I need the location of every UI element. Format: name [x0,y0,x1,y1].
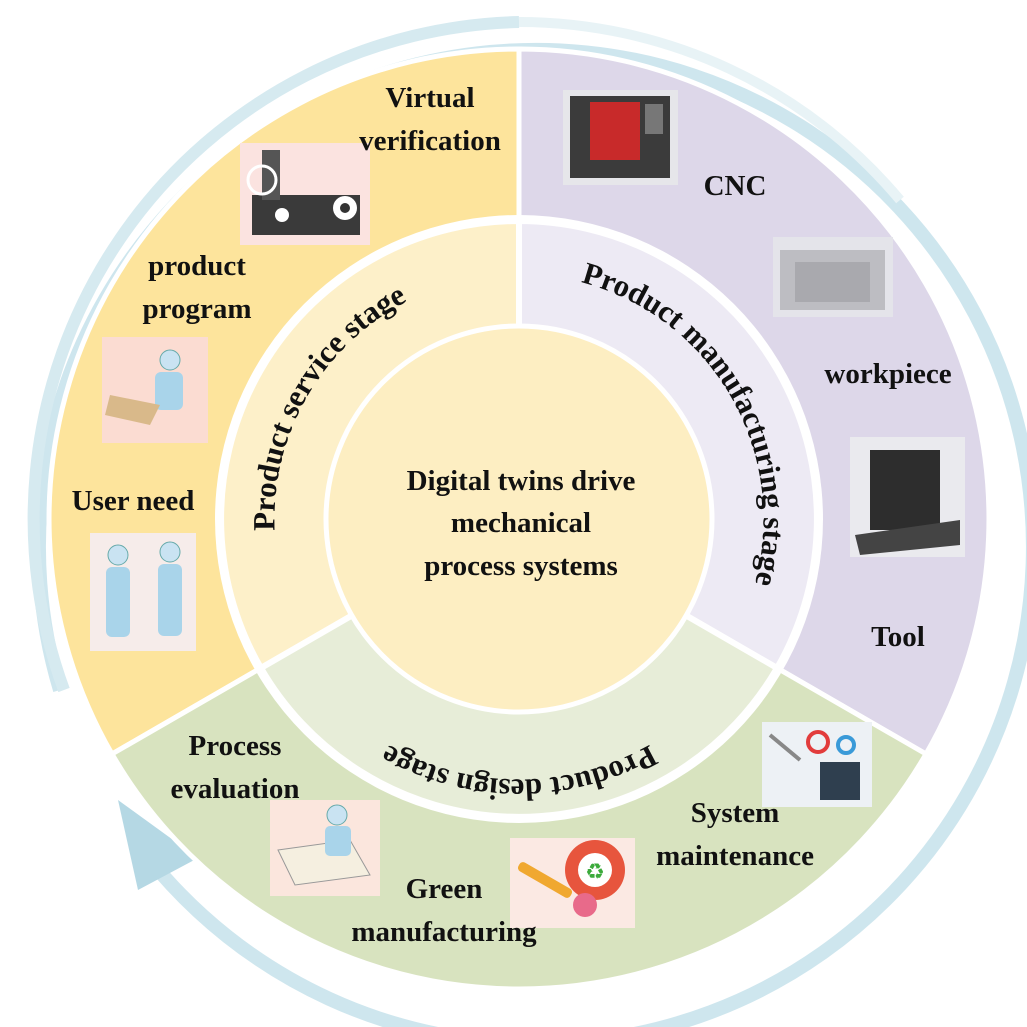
product-program-icon [102,337,208,443]
cycle-arrow-fade [518,17,904,204]
green-manufacturing-icon: ♻ [510,838,635,928]
label-process-evaluation-2: evaluation [171,773,300,805]
virtual-verification-icon [240,143,370,245]
system-maintenance-icon [762,722,872,807]
label-product-program-2: program [142,293,251,325]
cycle-arrow-arc-upper [27,16,520,693]
label-virtual-verification-1: Virtual [385,82,474,114]
label-cnc: CNC [704,170,767,202]
label-process-evaluation-1: Process [189,730,282,762]
tool-icon [850,437,965,557]
user-need-icon [90,533,196,651]
label-tool: Tool [871,621,925,653]
label-system-maintenance-1: System [691,797,780,829]
label-green-manufacturing-2: manufacturing [351,916,537,948]
label-workpiece: workpiece [824,358,951,390]
arrowhead-icon [118,800,198,890]
center-title-line-2: mechanical [451,507,591,539]
workpiece-icon [773,237,893,317]
center-circle [323,323,715,715]
svg-text:♻: ♻ [585,860,605,885]
label-user-need: User need [72,485,195,517]
label-system-maintenance-2: maintenance [656,840,814,872]
label-green-manufacturing-1: Green [406,873,483,905]
process-evaluation-icon [270,800,380,896]
center-title-line-1: Digital twins drive [407,465,636,497]
label-product-program-1: product [148,250,246,282]
cnc-machine-icon [563,90,678,185]
label-virtual-verification-2: verification [359,125,501,157]
center-title-line-3: process systems [424,550,618,582]
